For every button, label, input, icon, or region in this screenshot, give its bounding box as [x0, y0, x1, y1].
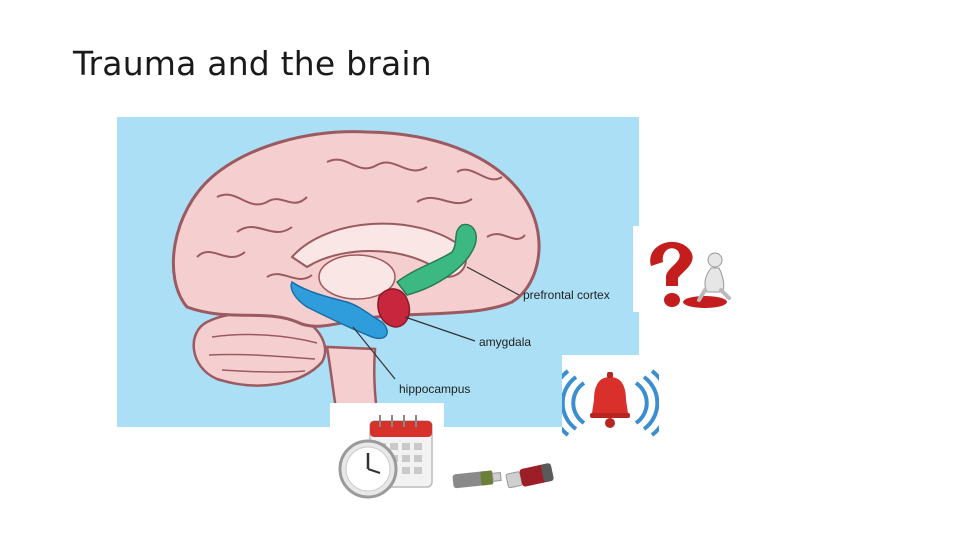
- hippocampus-region: [290, 280, 388, 339]
- label-hippocampus: hippocampus: [399, 382, 470, 396]
- label-prefrontal-cortex: prefrontal cortex: [523, 288, 610, 302]
- label-amygdala: amygdala: [479, 335, 531, 349]
- clock-calendar-icon: [330, 403, 444, 515]
- alarm-bell-icon: [562, 355, 659, 445]
- brain-illustration: prefrontal cortex amygdala hippocampus: [171, 130, 610, 427]
- usb-sticks-icon: [447, 454, 558, 504]
- question-mark-person-icon: [633, 226, 739, 312]
- slide-title: Trauma and the brain: [73, 44, 432, 83]
- amygdala-region: [377, 288, 411, 328]
- prefrontal-cortex-region: [395, 223, 477, 296]
- brain-diagram: prefrontal cortex amygdala hippocampus: [117, 117, 639, 427]
